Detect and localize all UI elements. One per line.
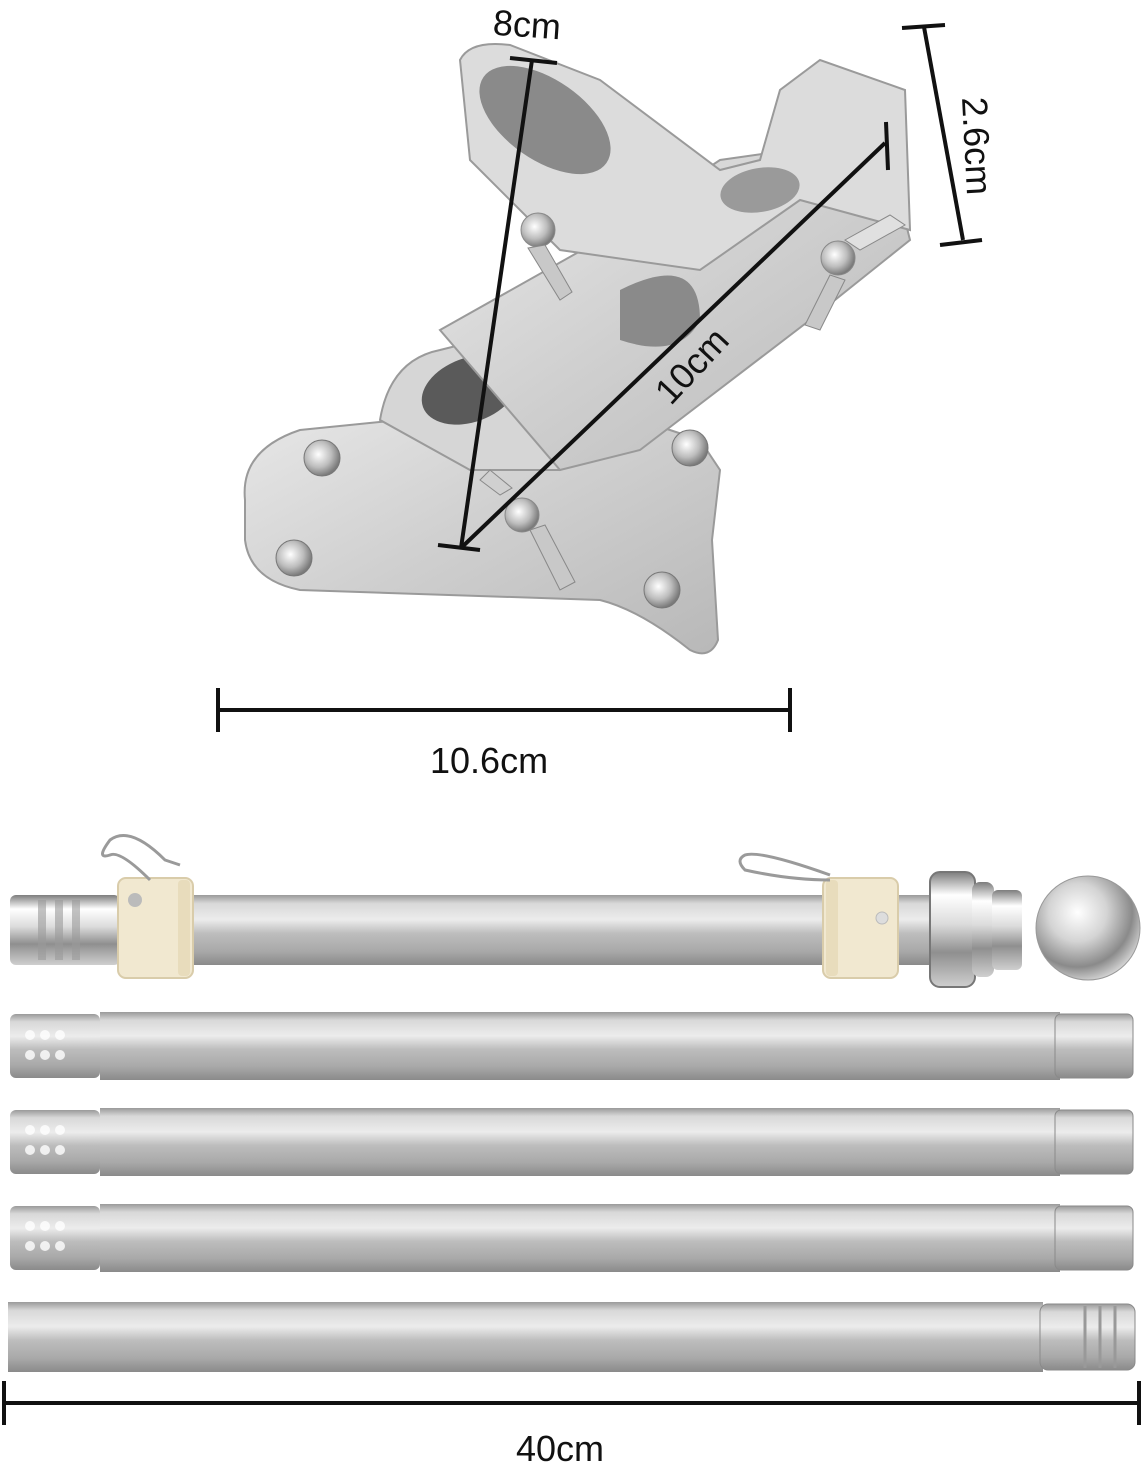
flag-pole-bracket — [243, 43, 912, 655]
pole-section-middle-3 — [10, 1204, 1134, 1272]
dimension-label-tube-width: 2.6cm — [954, 95, 1001, 196]
pole-section-middle-1 — [10, 1012, 1134, 1080]
pole-section-bottom — [8, 1302, 1136, 1372]
pole-length-dimension-line — [2, 1381, 1141, 1425]
pole-section-top — [10, 834, 1141, 988]
dimension-label-section-length: 40cm — [516, 1428, 605, 1469]
bracket-dimension-lines — [216, 23, 983, 732]
dimension-label-tube-length: 8cm — [491, 1, 563, 48]
dimension-label-base-width: 10.6cm — [430, 740, 549, 781]
pole-section-middle-2 — [10, 1108, 1134, 1176]
